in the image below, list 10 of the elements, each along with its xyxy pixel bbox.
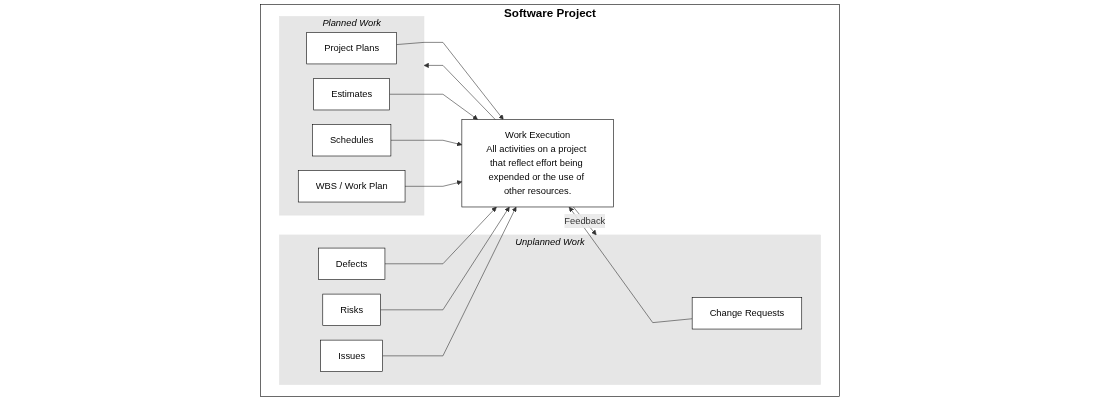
node-box: Estimates: [313, 78, 390, 111]
node-box: WBS / Work Plan: [297, 170, 406, 203]
node-box: Issues: [320, 339, 383, 372]
node-box: Defects: [318, 247, 386, 280]
node-box: Work Execution All activities on a project that reflect effort being expended or the use of other resources.: [461, 119, 614, 208]
node-box: Risks: [322, 293, 381, 326]
node-box: Schedules: [312, 124, 392, 157]
node-box: Change Requests: [691, 297, 803, 330]
node-box: Project Plans: [306, 32, 397, 65]
edge-label: Feedback: [564, 215, 606, 226]
